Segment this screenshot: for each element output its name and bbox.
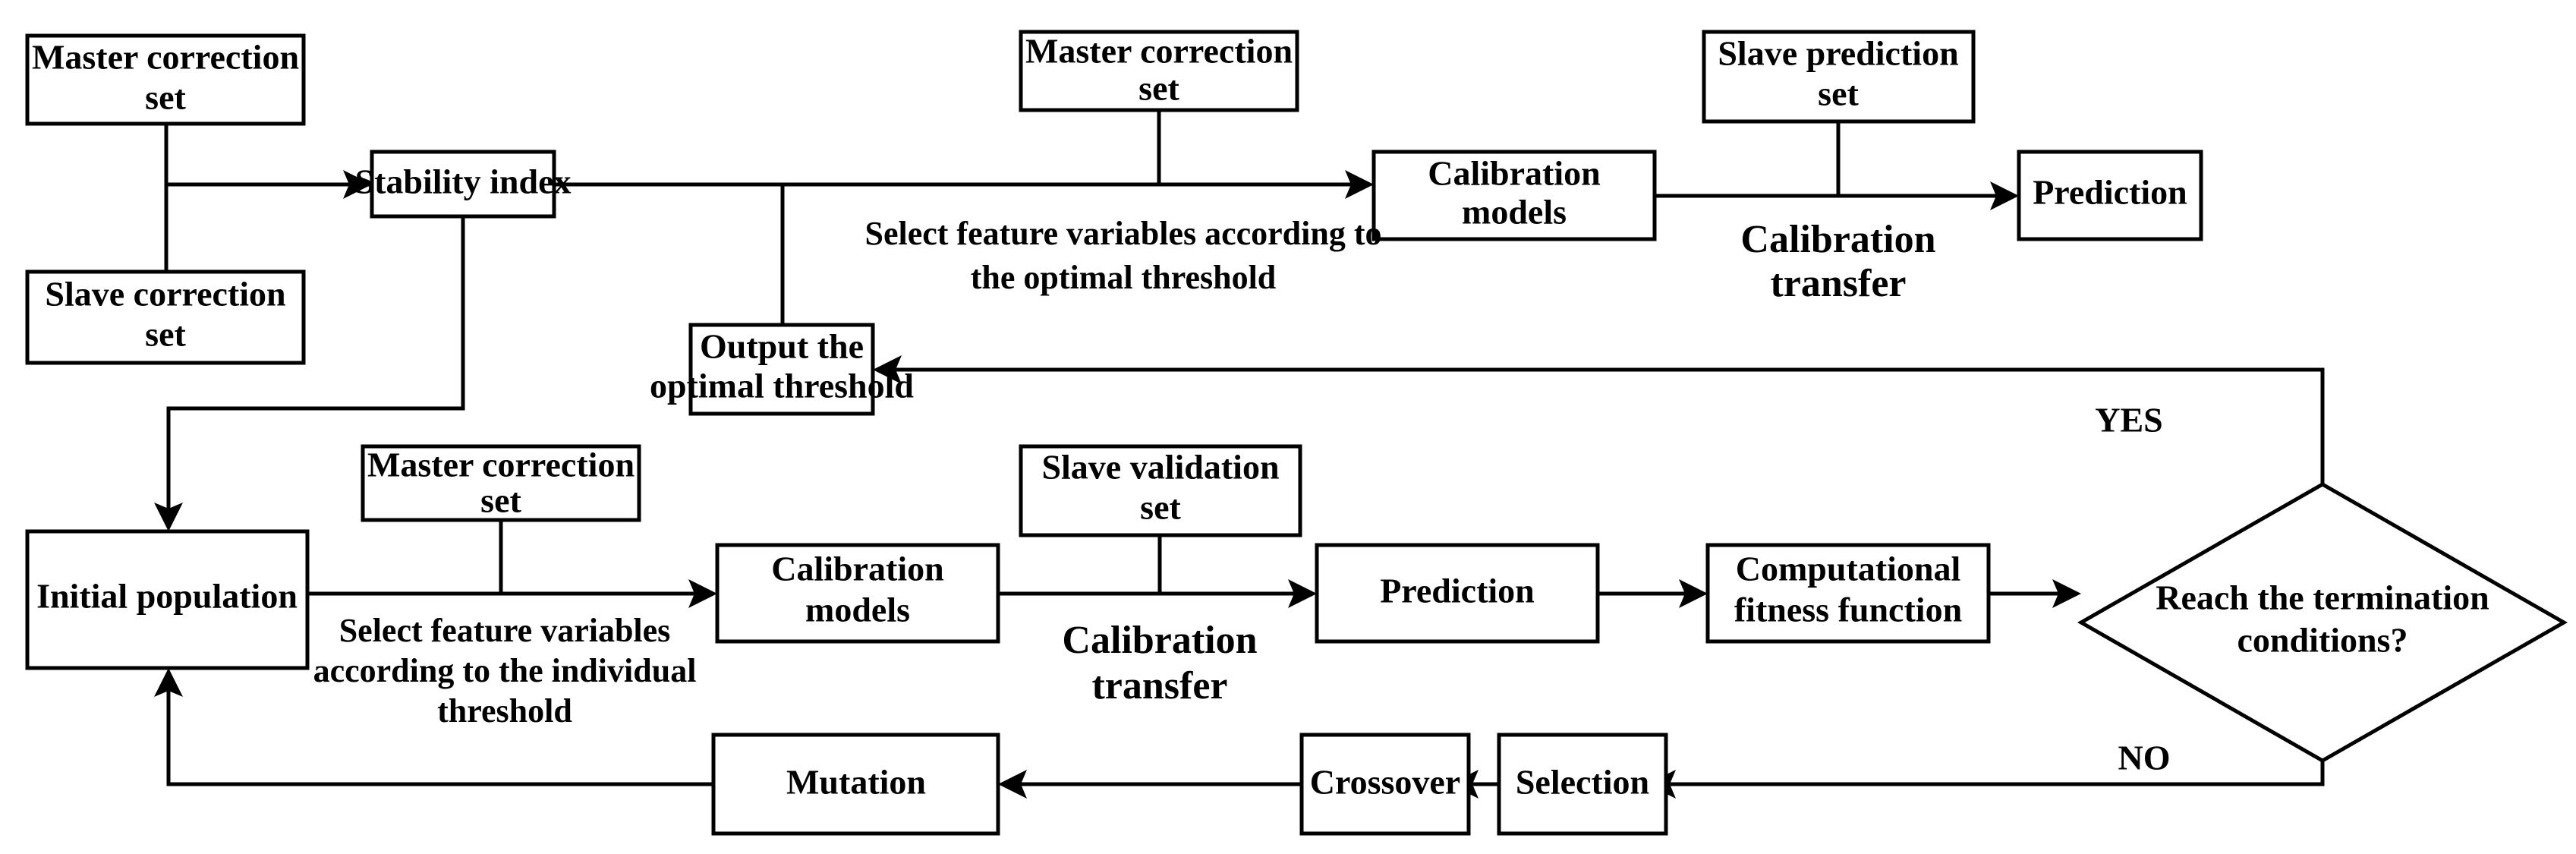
edge-label-yes: YES: [2095, 401, 2162, 440]
node-termination-decision[interactable]: Reach the termination conditions?: [2077, 482, 2568, 763]
node-label-line: optimal threshold: [650, 367, 914, 405]
node-initial-population[interactable]: Initial population: [25, 529, 310, 670]
edge-label-select-individual-threshold: threshold: [437, 692, 572, 730]
node-label-line: Slave correction: [45, 275, 285, 314]
arrowhead-termination-decision: [2052, 579, 2081, 608]
node-label-line: Prediction: [2033, 173, 2187, 212]
arrowhead-initial-population-top: [154, 503, 183, 531]
arrowhead-prediction-top: [1990, 181, 2019, 210]
node-label-line: Output the: [700, 327, 864, 366]
edge-label-calibration-transfer-bottom: transfer: [1091, 664, 1227, 707]
edge-group: [154, 110, 2325, 799]
node-label-line: Slave prediction: [1718, 34, 1958, 73]
node-label-line: Prediction: [1380, 572, 1535, 610]
node-label-line: Mutation: [786, 763, 926, 802]
node-master-correction-set-1[interactable]: Master correction set: [25, 33, 306, 126]
node-label-line: Master correction: [1025, 32, 1293, 71]
arrowhead-initial-population-bottom: [154, 668, 183, 697]
node-label-line: set: [145, 315, 186, 354]
node-label-line: set: [1818, 74, 1859, 113]
node-label-line: models: [1462, 193, 1567, 232]
node-label-line: Slave validation: [1041, 448, 1279, 487]
edge-yes-to-output-threshold: [892, 367, 2325, 484]
node-label-line: Master correction: [367, 446, 635, 484]
node-label-line: Stability index: [354, 162, 571, 201]
node-master-correction-set-3[interactable]: Master correction set: [361, 444, 641, 522]
node-label-line: set: [480, 481, 521, 520]
edge-label-select-individual-threshold: according to the individual: [313, 652, 697, 689]
node-label-line: set: [1138, 69, 1179, 108]
edge-label-select-optimal-threshold: Select feature variables according to: [864, 215, 1381, 252]
edge-stability-to-initial-population: [166, 216, 465, 516]
arrowhead-calibration-models-top: [1345, 170, 1374, 199]
node-label-line: Selection: [1516, 763, 1649, 802]
node-crossover[interactable]: Crossover: [1299, 733, 1471, 836]
node-label-line: conditions?: [2237, 621, 2408, 660]
edge-label-select-individual-threshold: Select feature variables: [339, 612, 671, 649]
node-slave-validation-set[interactable]: Slave validation set: [1019, 444, 1302, 537]
edge-label-calibration-transfer-top: transfer: [1770, 262, 1906, 305]
node-prediction-top[interactable]: Prediction: [2017, 150, 2203, 241]
node-output-optimal-threshold[interactable]: Output the optimal threshold: [650, 323, 914, 416]
node-label-line: Calibration: [771, 550, 943, 588]
node-label-line: set: [145, 78, 186, 117]
node-selection[interactable]: Selection: [1497, 733, 1668, 836]
arrowhead-mutation: [998, 770, 1027, 799]
node-slave-correction-set[interactable]: Slave correction set: [25, 269, 306, 365]
node-slave-prediction-set[interactable]: Slave prediction set: [1702, 30, 1976, 124]
node-label-line: fitness function: [1734, 591, 1962, 629]
node-label-line: Calibration: [1428, 154, 1600, 193]
edge-label-select-optimal-threshold: the optimal threshold: [971, 259, 1277, 296]
edge-label-calibration-transfer-bottom: Calibration: [1062, 619, 1257, 662]
node-master-correction-set-2[interactable]: Master correction set: [1019, 30, 1299, 112]
node-label-line: Reach the termination: [2156, 578, 2489, 617]
arrowhead-calibration-models-bottom: [688, 579, 717, 608]
node-label-line: set: [1140, 488, 1181, 527]
edge-label-group: Select feature variables according to th…: [313, 215, 2171, 777]
arrowhead-computational-fitness: [1679, 579, 1708, 608]
node-label-line: Master correction: [32, 38, 299, 77]
node-calibration-models-top[interactable]: Calibration models: [1371, 150, 1657, 241]
node-label-line: Computational: [1736, 550, 1960, 588]
arrowhead-prediction-bottom: [1288, 579, 1317, 608]
edge-label-calibration-transfer-top: Calibration: [1740, 218, 1935, 261]
node-label-line: Crossover: [1310, 763, 1460, 802]
edge-no-to-selection: [1666, 761, 2325, 786]
node-label-line: Initial population: [36, 577, 298, 616]
edge-label-no: NO: [2118, 739, 2171, 777]
node-mutation[interactable]: Mutation: [711, 733, 1000, 836]
node-calibration-models-bottom[interactable]: Calibration models: [715, 543, 1000, 644]
node-computational-fitness-function[interactable]: Computational fitness function: [1705, 543, 1991, 644]
edge-mutation-to-initial-population: [166, 687, 713, 786]
arrowhead-stability-index: [343, 170, 372, 199]
node-label-line: models: [805, 591, 910, 629]
node-prediction-bottom[interactable]: Prediction: [1315, 543, 1600, 644]
arrowhead-output-threshold: [873, 355, 902, 384]
node-stability-index[interactable]: Stability index: [354, 150, 572, 219]
